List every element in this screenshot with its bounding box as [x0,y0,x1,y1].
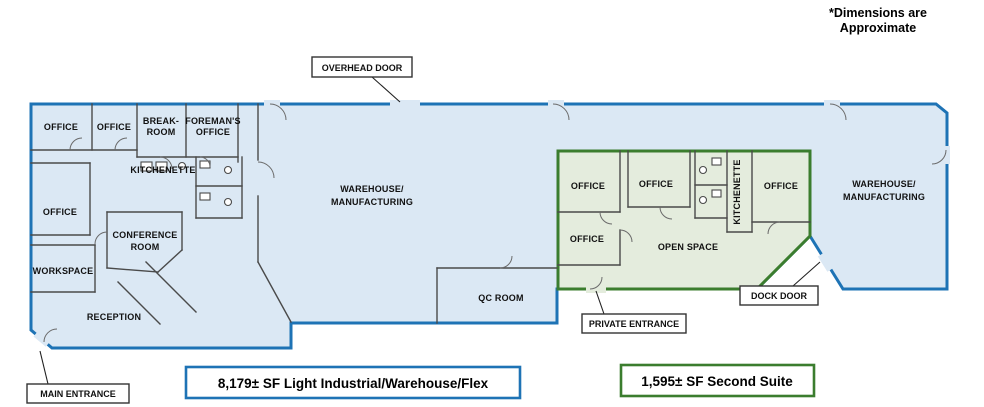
dimensions-note-line1: *Dimensions are [829,6,927,20]
toilet-fixture [698,165,708,175]
room-label-break-room: BREAK- [143,116,179,126]
room-label-reception: RECEPTION [87,312,141,322]
dock-door-label: DOCK DOOR [751,291,808,301]
legend: 8,179± SF Light Industrial/Warehouse/Fle… [184,363,816,400]
room-label-office-a: OFFICE [44,122,78,132]
building-outline [29,102,949,350]
interior-walls [30,103,811,325]
door-swing-arcs [43,103,947,343]
room-label-warehouse-main: WAREHOUSE/ [340,184,404,194]
callouts: OVERHEAD DOOR PRIVATE ENTRANCE DOCK DOOR… [26,56,821,404]
overhead-door-opening [390,100,420,108]
room-labels: OFFICE OFFICE BREAK- ROOM FOREMAN'S OFFI… [33,116,925,322]
toilet-fixture [223,165,233,175]
sink-fixture [199,192,211,201]
private-entrance-callout [581,313,687,334]
sink-fixture [711,189,722,198]
room-label-office-c: OFFICE [43,207,77,217]
private-entrance-opening [586,285,606,293]
overhead-door-callout [311,56,413,78]
dimensions-note-line2: Approximate [840,21,916,35]
room-label-foremans-office: OFFICE [196,127,230,137]
toilet-fixture [698,195,708,205]
room-label-conference-room: ROOM [131,242,160,252]
room-label-warehouse-right: MANUFACTURING [843,192,925,202]
second-suite-legend-label: 1,595± SF Second Suite [641,374,793,389]
room-label-foremans-office: FOREMAN'S [185,116,240,126]
room-label-warehouse-right: WAREHOUSE/ [852,179,916,189]
kitchen-counter [155,161,168,172]
overhead-door-label: OVERHEAD DOOR [322,63,403,73]
room-label-warehouse-main: MANUFACTURING [331,197,413,207]
main-suite-legend-box [184,365,522,400]
kitchen-sink [177,161,187,171]
room-label-qc-room: QC ROOM [478,293,523,303]
dock-door-callout [739,285,819,306]
room-label-suite-office-a: OFFICE [571,181,605,191]
room-label-conference-room: CONFERENCE [112,230,177,240]
fixtures [140,157,722,207]
room-label-open-space: OPEN SPACE [658,242,718,252]
room-label-workspace: WORKSPACE [33,266,94,276]
main-entrance-callout [26,383,130,404]
main-entrance-label: MAIN ENTRANCE [40,389,116,399]
kitchen-counter [140,161,153,172]
private-entrance-label: PRIVATE ENTRANCE [589,319,679,329]
toilet-fixture [223,197,233,207]
room-label-office-b: OFFICE [97,122,131,132]
main-suite-legend-label: 8,179± SF Light Industrial/Warehouse/Fle… [218,376,489,391]
room-label-suite-office-b: OFFICE [639,179,673,189]
sink-fixture [711,157,722,166]
main-entrance-opening [33,331,51,347]
room-label-kitchenette: KITCHENETTE [130,165,195,175]
room-label-break-room: ROOM [147,127,176,137]
second-suite-shape [556,149,812,291]
second-suite-legend-box [619,363,816,398]
room-label-suite-office-c: OFFICE [570,234,604,244]
room-label-suite-office-d: OFFICE [764,181,798,191]
dimensions-note: *Dimensions are Approximate [829,6,927,35]
room-label-suite-kitchenette: KITCHENETTE [732,159,742,224]
dock-door-opening [817,252,835,272]
